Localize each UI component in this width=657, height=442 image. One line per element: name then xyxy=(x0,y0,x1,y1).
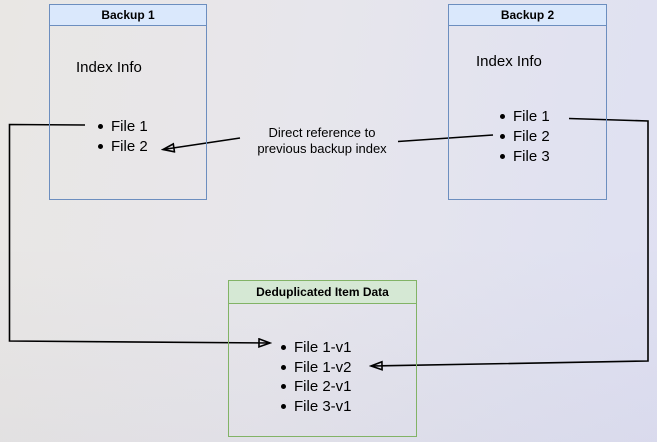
backup1-index-info-label: Index Info xyxy=(76,59,142,76)
bullet-icon xyxy=(98,124,103,130)
file-label: File 2-v1 xyxy=(294,378,352,396)
bullet-icon xyxy=(500,153,505,159)
file-label: File 1-v2 xyxy=(294,358,352,376)
bullet-icon xyxy=(281,384,286,390)
dedup-box: Deduplicated Item Data File 1-v1 File 1-… xyxy=(228,280,417,437)
direct-reference-annotation: Direct reference to previous backup inde… xyxy=(238,125,406,156)
file-label: File 3-v1 xyxy=(294,397,352,415)
file-label: File 1 xyxy=(111,118,148,136)
file-label: File 2 xyxy=(513,127,550,145)
bullet-icon xyxy=(281,403,286,409)
list-item: File 2-v1 xyxy=(281,377,352,397)
backup1-title: Backup 1 xyxy=(101,8,155,22)
list-item: File 3-v1 xyxy=(281,397,352,417)
backup1-header: Backup 1 xyxy=(50,5,206,26)
dedup-item-list: File 1-v1 File 1-v2 File 2-v1 File 3-v1 xyxy=(281,338,352,416)
file-label: File 1 xyxy=(513,107,550,125)
bullet-icon xyxy=(281,364,286,370)
backup1-file-list: File 1 File 2 xyxy=(98,117,148,156)
backup2-box: Backup 2 Index Info File 1 File 2 File 3 xyxy=(448,4,607,200)
list-item: File 2 xyxy=(98,137,148,157)
bullet-icon xyxy=(281,345,286,351)
backup1-box: Backup 1 Index Info File 1 File 2 xyxy=(49,4,207,200)
list-item: File 1 xyxy=(98,117,148,137)
bullet-icon xyxy=(98,143,103,149)
file-label: File 1-v1 xyxy=(294,339,352,357)
dedup-header: Deduplicated Item Data xyxy=(229,281,416,304)
list-item: File 1 xyxy=(500,106,550,126)
backup2-title: Backup 2 xyxy=(500,8,555,22)
annotation-line2: previous backup index xyxy=(257,140,387,156)
dedup-title: Deduplicated Item Data xyxy=(256,285,389,299)
backup2-header: Backup 2 xyxy=(449,5,606,26)
list-item: File 3 xyxy=(500,146,550,166)
bullet-icon xyxy=(500,133,505,139)
backup2-index-info-label: Index Info xyxy=(476,53,542,70)
file-label: File 3 xyxy=(513,147,550,165)
list-item: File 1-v2 xyxy=(281,358,352,378)
list-item: File 2 xyxy=(500,126,550,146)
file-label: File 2 xyxy=(111,137,148,155)
list-item: File 1-v1 xyxy=(281,338,352,358)
bullet-icon xyxy=(500,113,505,119)
backup2-file-list: File 1 File 2 File 3 xyxy=(500,106,550,166)
annotation-line1: Direct reference to xyxy=(268,125,376,140)
